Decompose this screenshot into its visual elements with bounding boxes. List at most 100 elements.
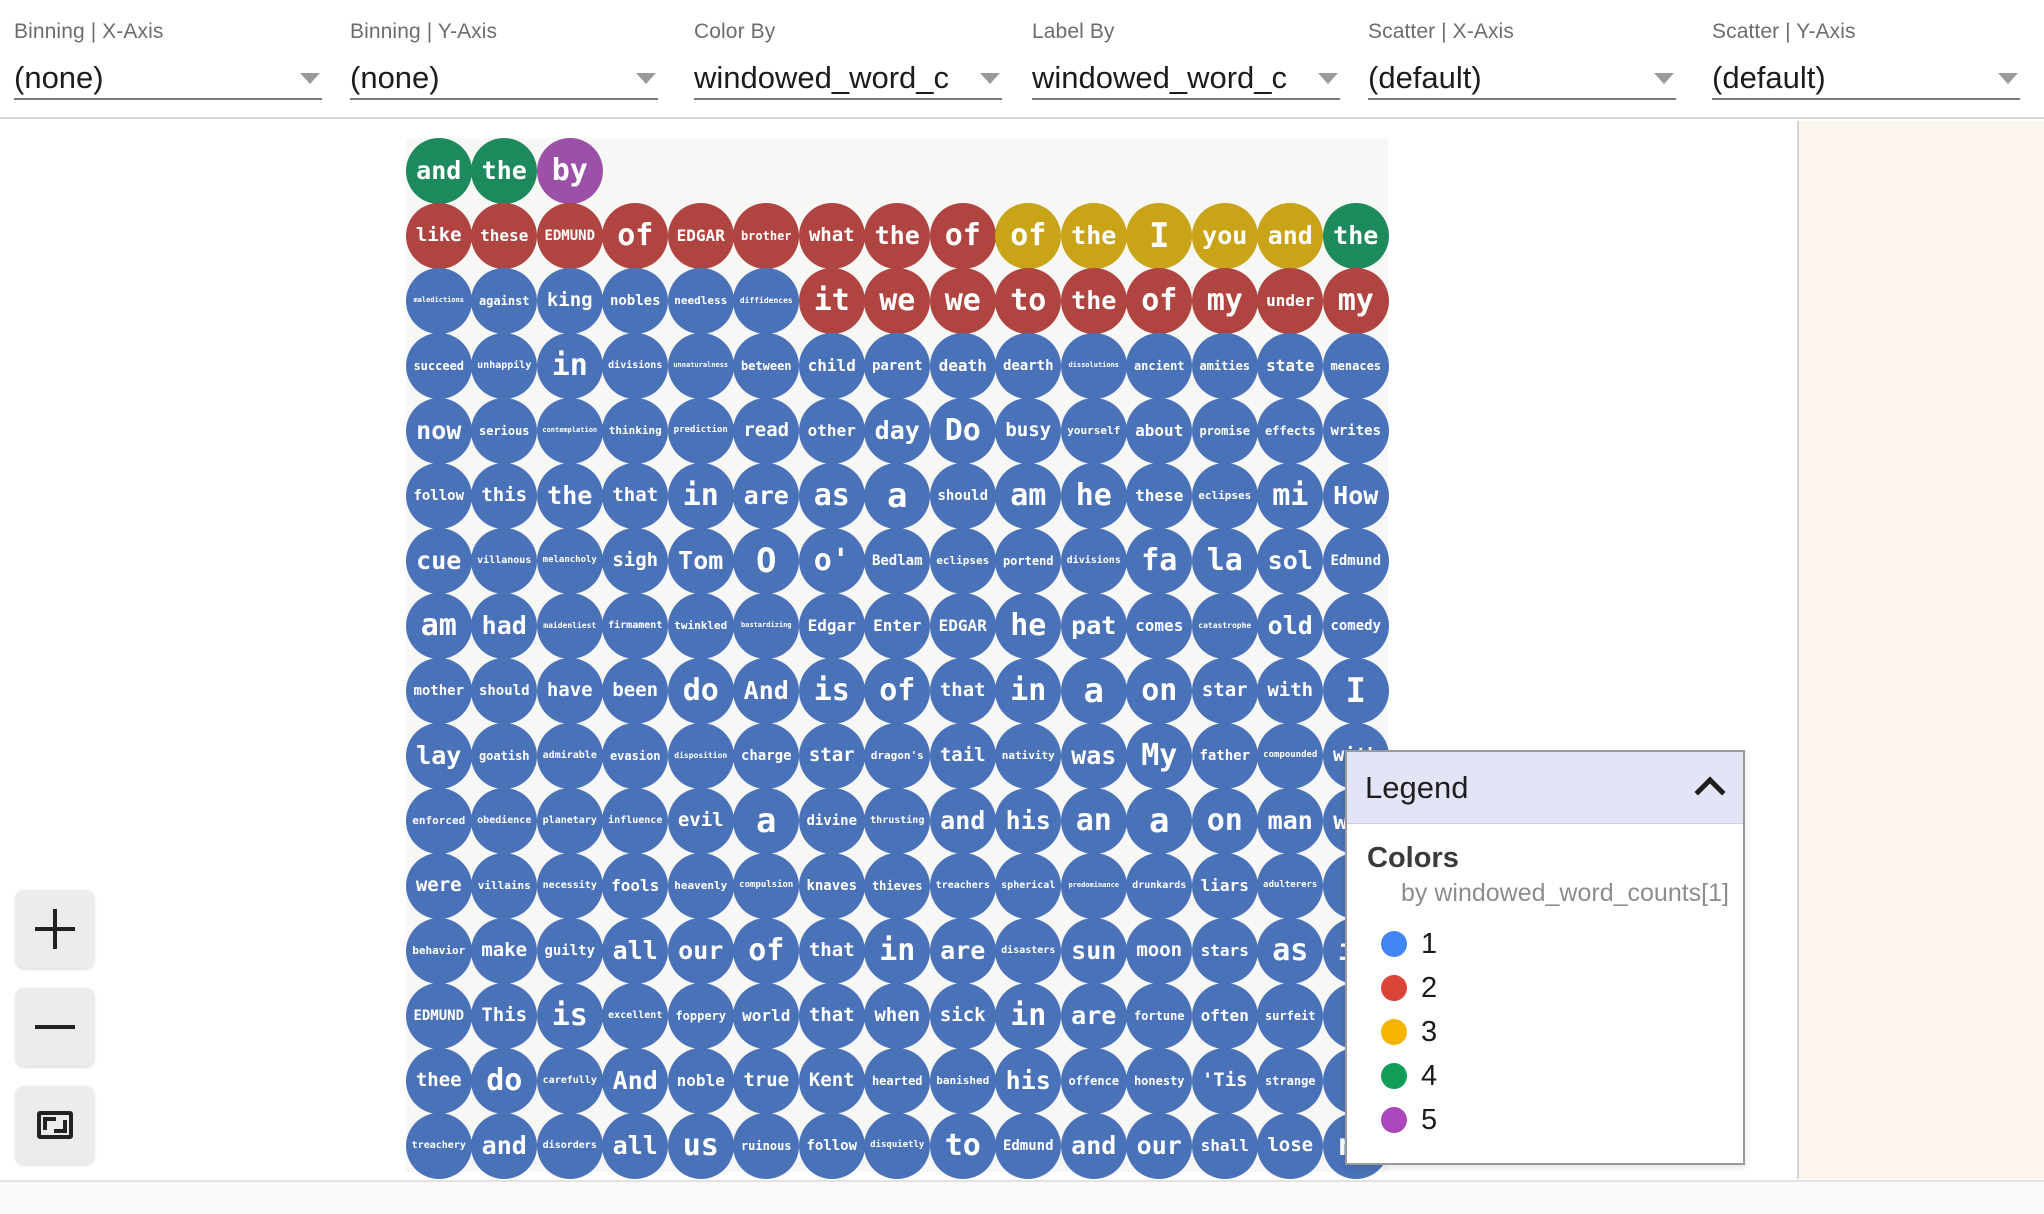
chevron-down-icon[interactable] <box>1998 73 2018 84</box>
word-bubble[interactable]: unnaturalness <box>667 332 734 399</box>
word-bubble[interactable]: as <box>1257 917 1324 984</box>
legend-header[interactable]: Legend <box>1347 752 1743 824</box>
dropdown-select[interactable]: (default) <box>1368 54 1676 100</box>
word-bubble[interactable]: eclipses <box>929 527 996 594</box>
word-bubble[interactable]: How <box>1322 462 1389 529</box>
word-bubble[interactable]: the <box>1060 267 1127 334</box>
word-bubble[interactable]: in <box>864 917 931 984</box>
word-bubble[interactable]: strange <box>1257 1047 1324 1114</box>
word-bubble[interactable]: a <box>864 462 931 529</box>
word-bubble[interactable]: the <box>1060 202 1127 269</box>
word-bubble[interactable]: mi <box>1257 462 1324 529</box>
word-bubble[interactable]: pat <box>1060 592 1127 659</box>
word-bubble[interactable]: disasters <box>995 917 1062 984</box>
word-bubble[interactable]: he <box>1060 462 1127 529</box>
word-bubble[interactable]: succeed <box>405 332 472 399</box>
word-bubble[interactable]: divisions <box>1060 527 1127 594</box>
word-bubble[interactable]: unhappily <box>471 332 538 399</box>
word-bubble[interactable]: king <box>536 267 603 334</box>
dropdown-select[interactable]: windowed_word_c <box>694 54 1002 100</box>
word-bubble[interactable]: follow <box>405 462 472 529</box>
word-bubble[interactable]: in <box>995 657 1062 724</box>
chevron-down-icon[interactable] <box>300 73 320 84</box>
word-bubble[interactable]: and <box>405 137 472 204</box>
word-bubble[interactable]: between <box>733 332 800 399</box>
word-bubble[interactable]: predominance <box>1060 852 1127 919</box>
chevron-down-icon[interactable] <box>636 73 656 84</box>
word-bubble[interactable]: noble <box>667 1047 734 1114</box>
word-bubble[interactable]: maledictions <box>405 267 472 334</box>
word-bubble[interactable]: follow <box>798 1112 865 1179</box>
word-bubble[interactable]: I <box>1126 202 1193 269</box>
word-bubble[interactable]: compulsion <box>733 852 800 919</box>
word-bubble[interactable]: diffidences <box>733 267 800 334</box>
word-bubble[interactable]: is <box>536 982 603 1049</box>
word-bubble[interactable]: excellent <box>602 982 669 1049</box>
word-bubble[interactable]: these <box>471 202 538 269</box>
word-bubble[interactable]: of <box>1126 267 1193 334</box>
word-bubble[interactable]: fa <box>1126 527 1193 594</box>
word-bubble[interactable]: melancholy <box>536 527 603 594</box>
word-bubble[interactable]: and <box>471 1112 538 1179</box>
word-bubble[interactable]: a <box>1060 657 1127 724</box>
word-bubble[interactable]: sol <box>1257 527 1324 594</box>
word-bubble[interactable]: firmament <box>602 592 669 659</box>
word-bubble[interactable]: twinkled <box>667 592 734 659</box>
word-bubble[interactable]: we <box>864 267 931 334</box>
word-bubble[interactable]: O <box>733 527 800 594</box>
word-bubble[interactable]: treachers <box>929 852 996 919</box>
word-bubble[interactable]: should <box>471 657 538 724</box>
word-bubble[interactable]: dissolutions <box>1060 332 1127 399</box>
word-bubble[interactable]: And <box>733 657 800 724</box>
word-bubble[interactable]: my <box>1191 267 1258 334</box>
word-bubble[interactable]: his <box>995 1047 1062 1114</box>
word-bubble[interactable]: thee <box>405 1047 472 1114</box>
word-bubble[interactable]: disquietly <box>864 1112 931 1179</box>
word-bubble[interactable]: carefully <box>536 1047 603 1114</box>
word-bubble[interactable]: serious <box>471 397 538 464</box>
word-bubble[interactable]: a <box>733 787 800 854</box>
word-bubble[interactable]: portend <box>995 527 1062 594</box>
word-bubble[interactable]: often <box>1191 982 1258 1049</box>
word-bubble[interactable]: dragon's <box>864 722 931 789</box>
word-bubble[interactable]: have <box>536 657 603 724</box>
word-bubble[interactable]: goatish <box>471 722 538 789</box>
word-bubble[interactable]: EDGAR <box>929 592 996 659</box>
word-bubble[interactable]: us <box>667 1112 734 1179</box>
word-bubble[interactable]: eclipses <box>1191 462 1258 529</box>
word-bubble[interactable]: evil <box>667 787 734 854</box>
dropdown-select[interactable]: (none) <box>14 54 322 100</box>
word-bubble[interactable]: our <box>667 917 734 984</box>
word-bubble[interactable]: are <box>733 462 800 529</box>
word-bubble[interactable]: sun <box>1060 917 1127 984</box>
word-bubble[interactable]: mother <box>405 657 472 724</box>
legend-item[interactable]: 3 <box>1381 1010 1721 1054</box>
word-bubble[interactable]: comedy <box>1322 592 1389 659</box>
dropdown-select[interactable]: (default) <box>1712 54 2020 100</box>
word-bubble[interactable]: My <box>1126 722 1193 789</box>
legend-item[interactable]: 2 <box>1381 966 1721 1010</box>
chevron-down-icon[interactable] <box>980 73 1000 84</box>
word-bubble[interactable]: influence <box>602 787 669 854</box>
word-bubble[interactable]: banished <box>929 1047 996 1114</box>
word-bubble[interactable]: child <box>798 332 865 399</box>
word-bubble[interactable]: the <box>1322 202 1389 269</box>
word-bubble[interactable]: like <box>405 202 472 269</box>
dropdown-select[interactable]: (none) <box>350 54 658 100</box>
word-bubble[interactable]: all <box>602 1112 669 1179</box>
word-bubble[interactable]: This <box>471 982 538 1049</box>
word-bubble[interactable]: when <box>864 982 931 1049</box>
word-bubble[interactable]: cue <box>405 527 472 594</box>
word-bubble[interactable]: our <box>1126 1112 1193 1179</box>
word-bubble[interactable]: dearth <box>995 332 1062 399</box>
word-bubble[interactable]: Kent <box>798 1047 865 1114</box>
word-bubble[interactable]: comes <box>1126 592 1193 659</box>
word-bubble[interactable]: been <box>602 657 669 724</box>
word-bubble[interactable]: old <box>1257 592 1324 659</box>
word-bubble[interactable]: star <box>798 722 865 789</box>
word-bubble[interactable]: yourself <box>1060 397 1127 464</box>
word-bubble[interactable]: am <box>405 592 472 659</box>
word-bubble[interactable]: make <box>471 917 538 984</box>
word-bubble[interactable]: and <box>929 787 996 854</box>
word-bubble[interactable]: that <box>798 917 865 984</box>
